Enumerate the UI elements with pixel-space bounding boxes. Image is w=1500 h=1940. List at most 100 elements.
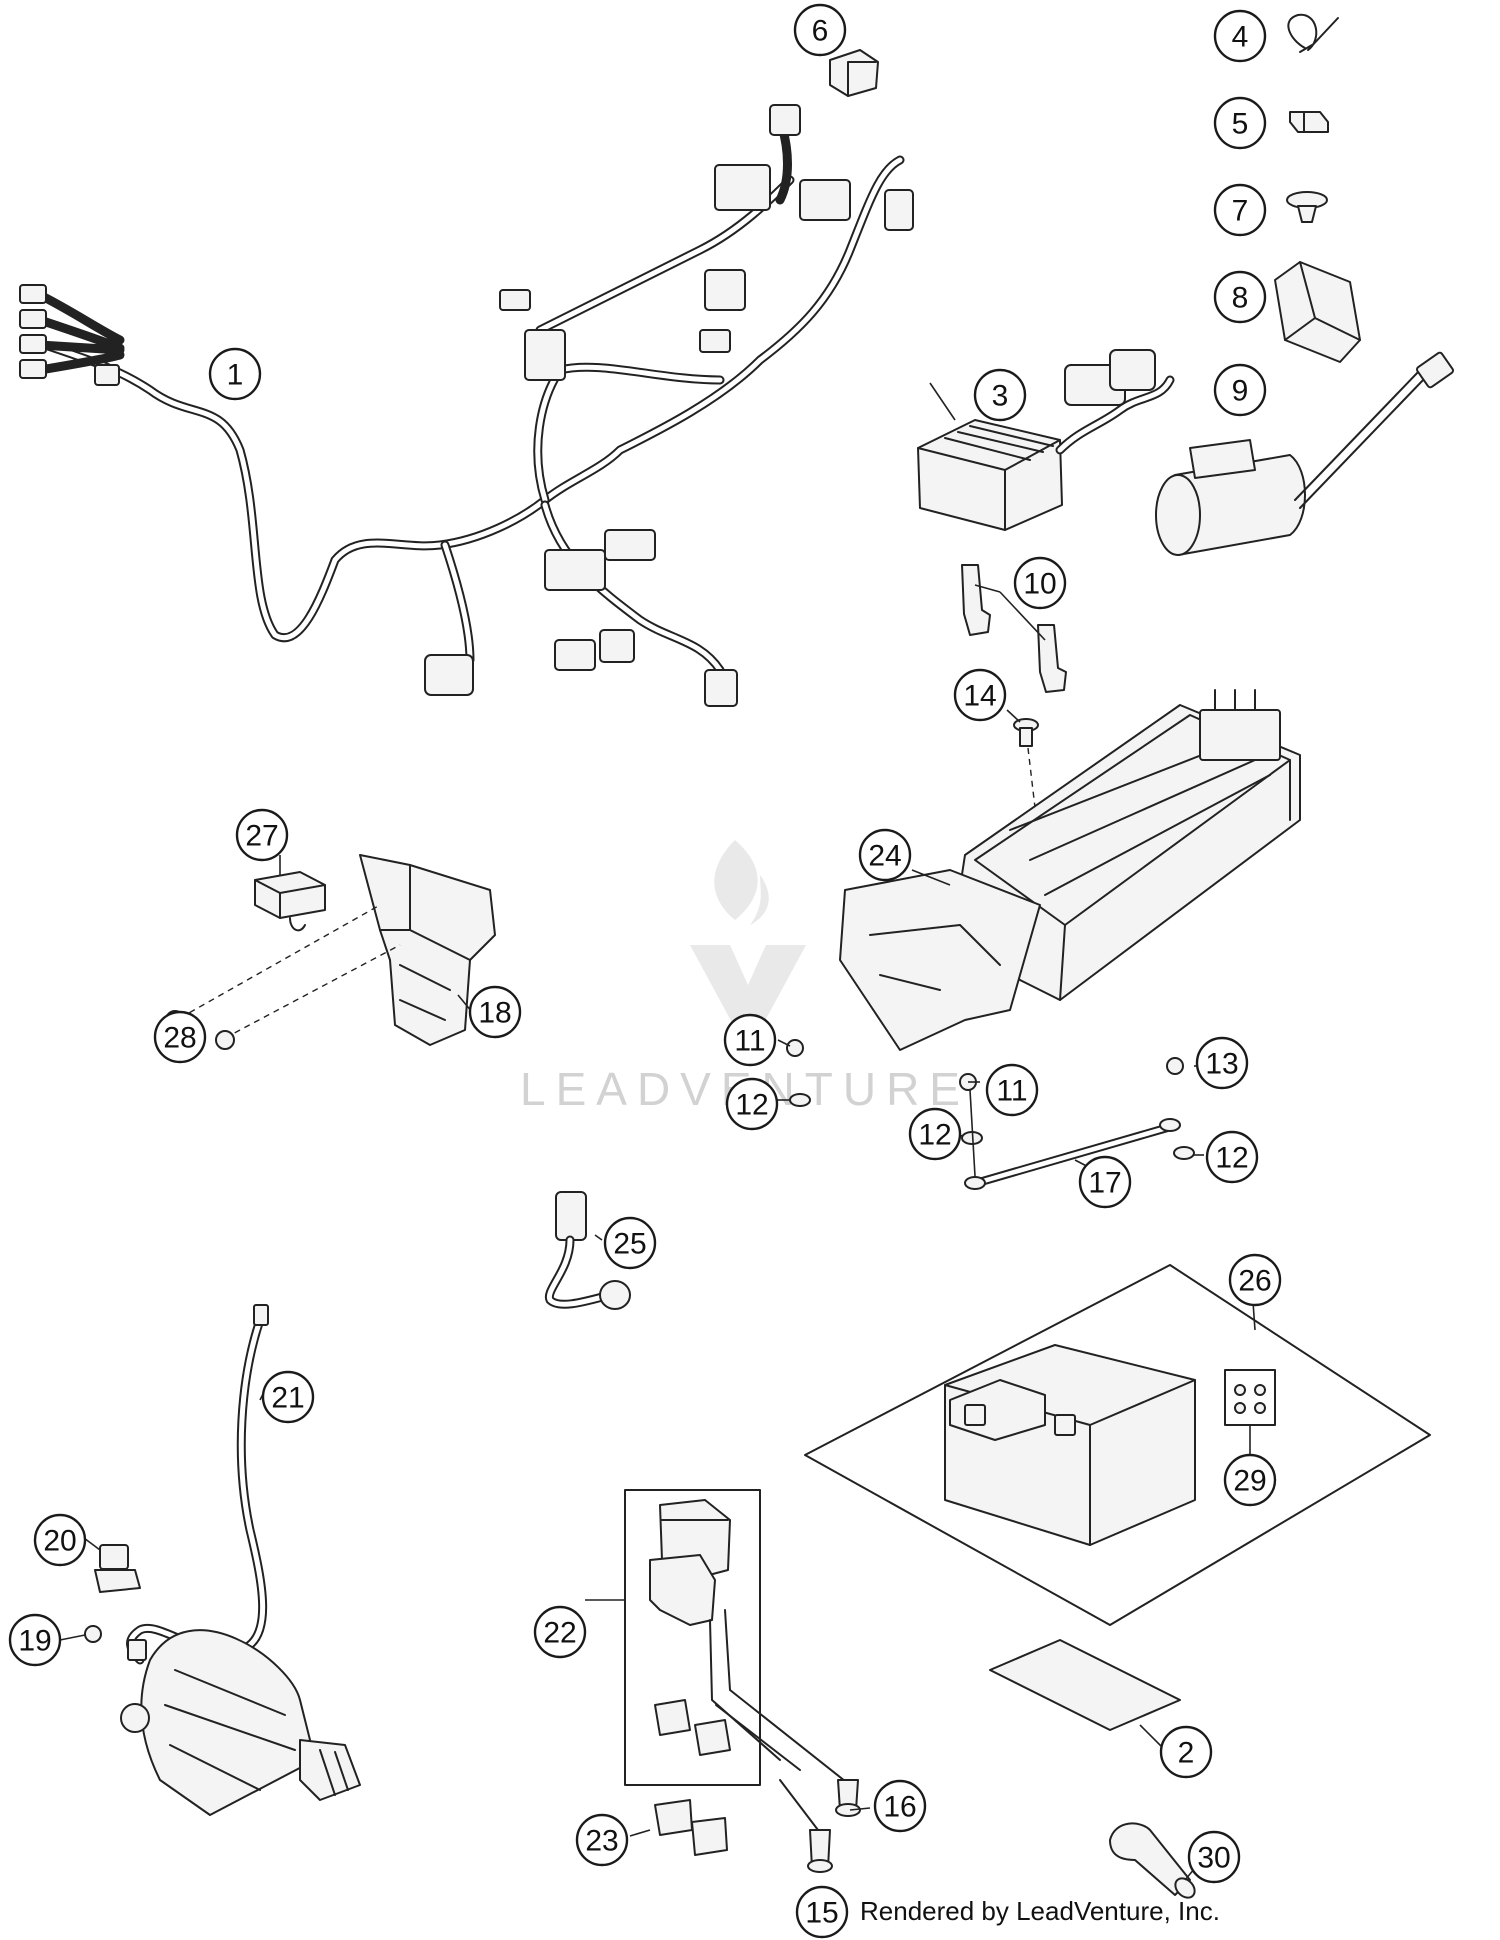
part-8-cover [1274,261,1361,363]
callout-label: 2 [1178,1737,1195,1770]
callout-label: 21 [271,1382,304,1415]
callout-label: 23 [585,1825,618,1858]
part-2-pad [989,1639,1181,1731]
callout-label: 30 [1197,1842,1230,1875]
callout-ring [973,368,1027,422]
callout-ring [795,1885,849,1939]
callout-8: 8 [1213,270,1267,324]
callout-label: 28 [163,1022,196,1055]
callout-label: 16 [883,1791,916,1824]
callout-ring [153,1010,207,1064]
callout-26: 26 [1228,1253,1282,1307]
callout-27: 27 [235,808,289,862]
starter-motor [120,1629,361,1816]
callout-label: 12 [1215,1142,1248,1175]
callout-11: 11 [985,1063,1039,1117]
callout-ring [1213,96,1267,150]
callout-16: 16 [873,1779,927,1833]
part-5-clip [1289,111,1329,133]
callout-ring [1195,1036,1249,1090]
callout-ring [1228,1253,1282,1307]
callout-label: 20 [43,1525,76,1558]
callout-ring [1205,1130,1259,1184]
part-13-nut [1166,1057,1184,1075]
callout-ring [1213,363,1267,417]
part-6-connector [829,49,879,97]
callout-9: 9 [1213,363,1267,417]
callout-ring [33,1513,87,1567]
callout-ring [858,828,912,882]
part-12-washer-far [1173,1146,1195,1160]
callout-label: 17 [1088,1167,1121,1200]
part-23-fuses [654,1799,728,1856]
callout-label: 11 [734,1025,765,1058]
callout-ring [1013,556,1067,610]
callout-label: 11 [996,1075,1027,1108]
callout-12: 12 [1205,1130,1259,1184]
callout-1: 1 [208,347,262,401]
callout-ring [1213,9,1267,63]
part-11-nut-left [786,1039,804,1057]
callout-ring [793,3,847,57]
callout-label: 4 [1232,21,1249,54]
callout-label: 26 [1238,1265,1271,1298]
part-22-relay-kit [624,1489,851,1786]
callout-ring [1213,270,1267,324]
callout-ring [603,1216,657,1270]
callout-11: 11 [723,1013,777,1067]
callout-19: 19 [8,1613,62,1667]
callout-23: 23 [575,1813,629,1867]
callout-12: 12 [908,1107,962,1161]
callout-21: 21 [261,1370,315,1424]
callout-ring [953,668,1007,722]
callout-label: 9 [1232,375,1249,408]
callout-label: 29 [1233,1465,1266,1498]
callout-label: 24 [868,840,901,873]
credit-text: Rendered by LeadVenture, Inc. [860,1896,1220,1926]
part-30-breather-tube [1109,1822,1196,1899]
callout-3: 3 [973,368,1027,422]
callout-14: 14 [953,668,1007,722]
callout-label: 13 [1205,1048,1238,1081]
part-17-ground-cable [964,1089,1181,1190]
part-7-rivet [1286,191,1328,223]
callout-ring [1159,1725,1213,1779]
callout-label: 3 [992,380,1009,413]
callout-label: 7 [1232,195,1249,228]
callout-layer: 1234567891011111212121314151617181920212… [8,3,1282,1939]
callout-label: 19 [18,1625,51,1658]
callout-ring [873,1779,927,1833]
callout-ring [1187,1830,1241,1884]
part-21-starter-cable [126,1304,269,1665]
callout-ring [908,1107,962,1161]
callout-25: 25 [603,1216,657,1270]
part-1-wiring-harness [19,104,914,707]
callout-ring [468,985,522,1039]
callout-13: 13 [1195,1036,1249,1090]
part-26-battery-kit [804,1264,1431,1626]
part-3-voltage-regulator [917,349,1175,531]
part-15-terminal [779,1779,833,1873]
callout-ring [1078,1155,1132,1209]
part-4-cable-tie [1287,13,1339,53]
callout-label: 10 [1023,568,1056,601]
callout-17: 17 [1078,1155,1132,1209]
v-logo-icon [690,945,806,1030]
callout-10: 10 [1013,556,1067,610]
callout-label: 14 [963,680,996,713]
callout-label: 25 [613,1228,646,1261]
callout-ring [723,1013,777,1067]
part-24-battery-holder [839,689,1301,1051]
callout-label: 12 [918,1119,951,1152]
callout-label: 1 [227,359,244,392]
callout-label: 5 [1232,108,1249,141]
callout-ring [985,1063,1039,1117]
callout-30: 30 [1187,1830,1241,1884]
callout-2: 2 [1159,1725,1213,1779]
callout-ring [575,1813,629,1867]
part-9-component [1155,351,1454,556]
callout-ring [533,1605,587,1659]
callout-label: 6 [812,15,829,48]
callout-ring [261,1370,315,1424]
